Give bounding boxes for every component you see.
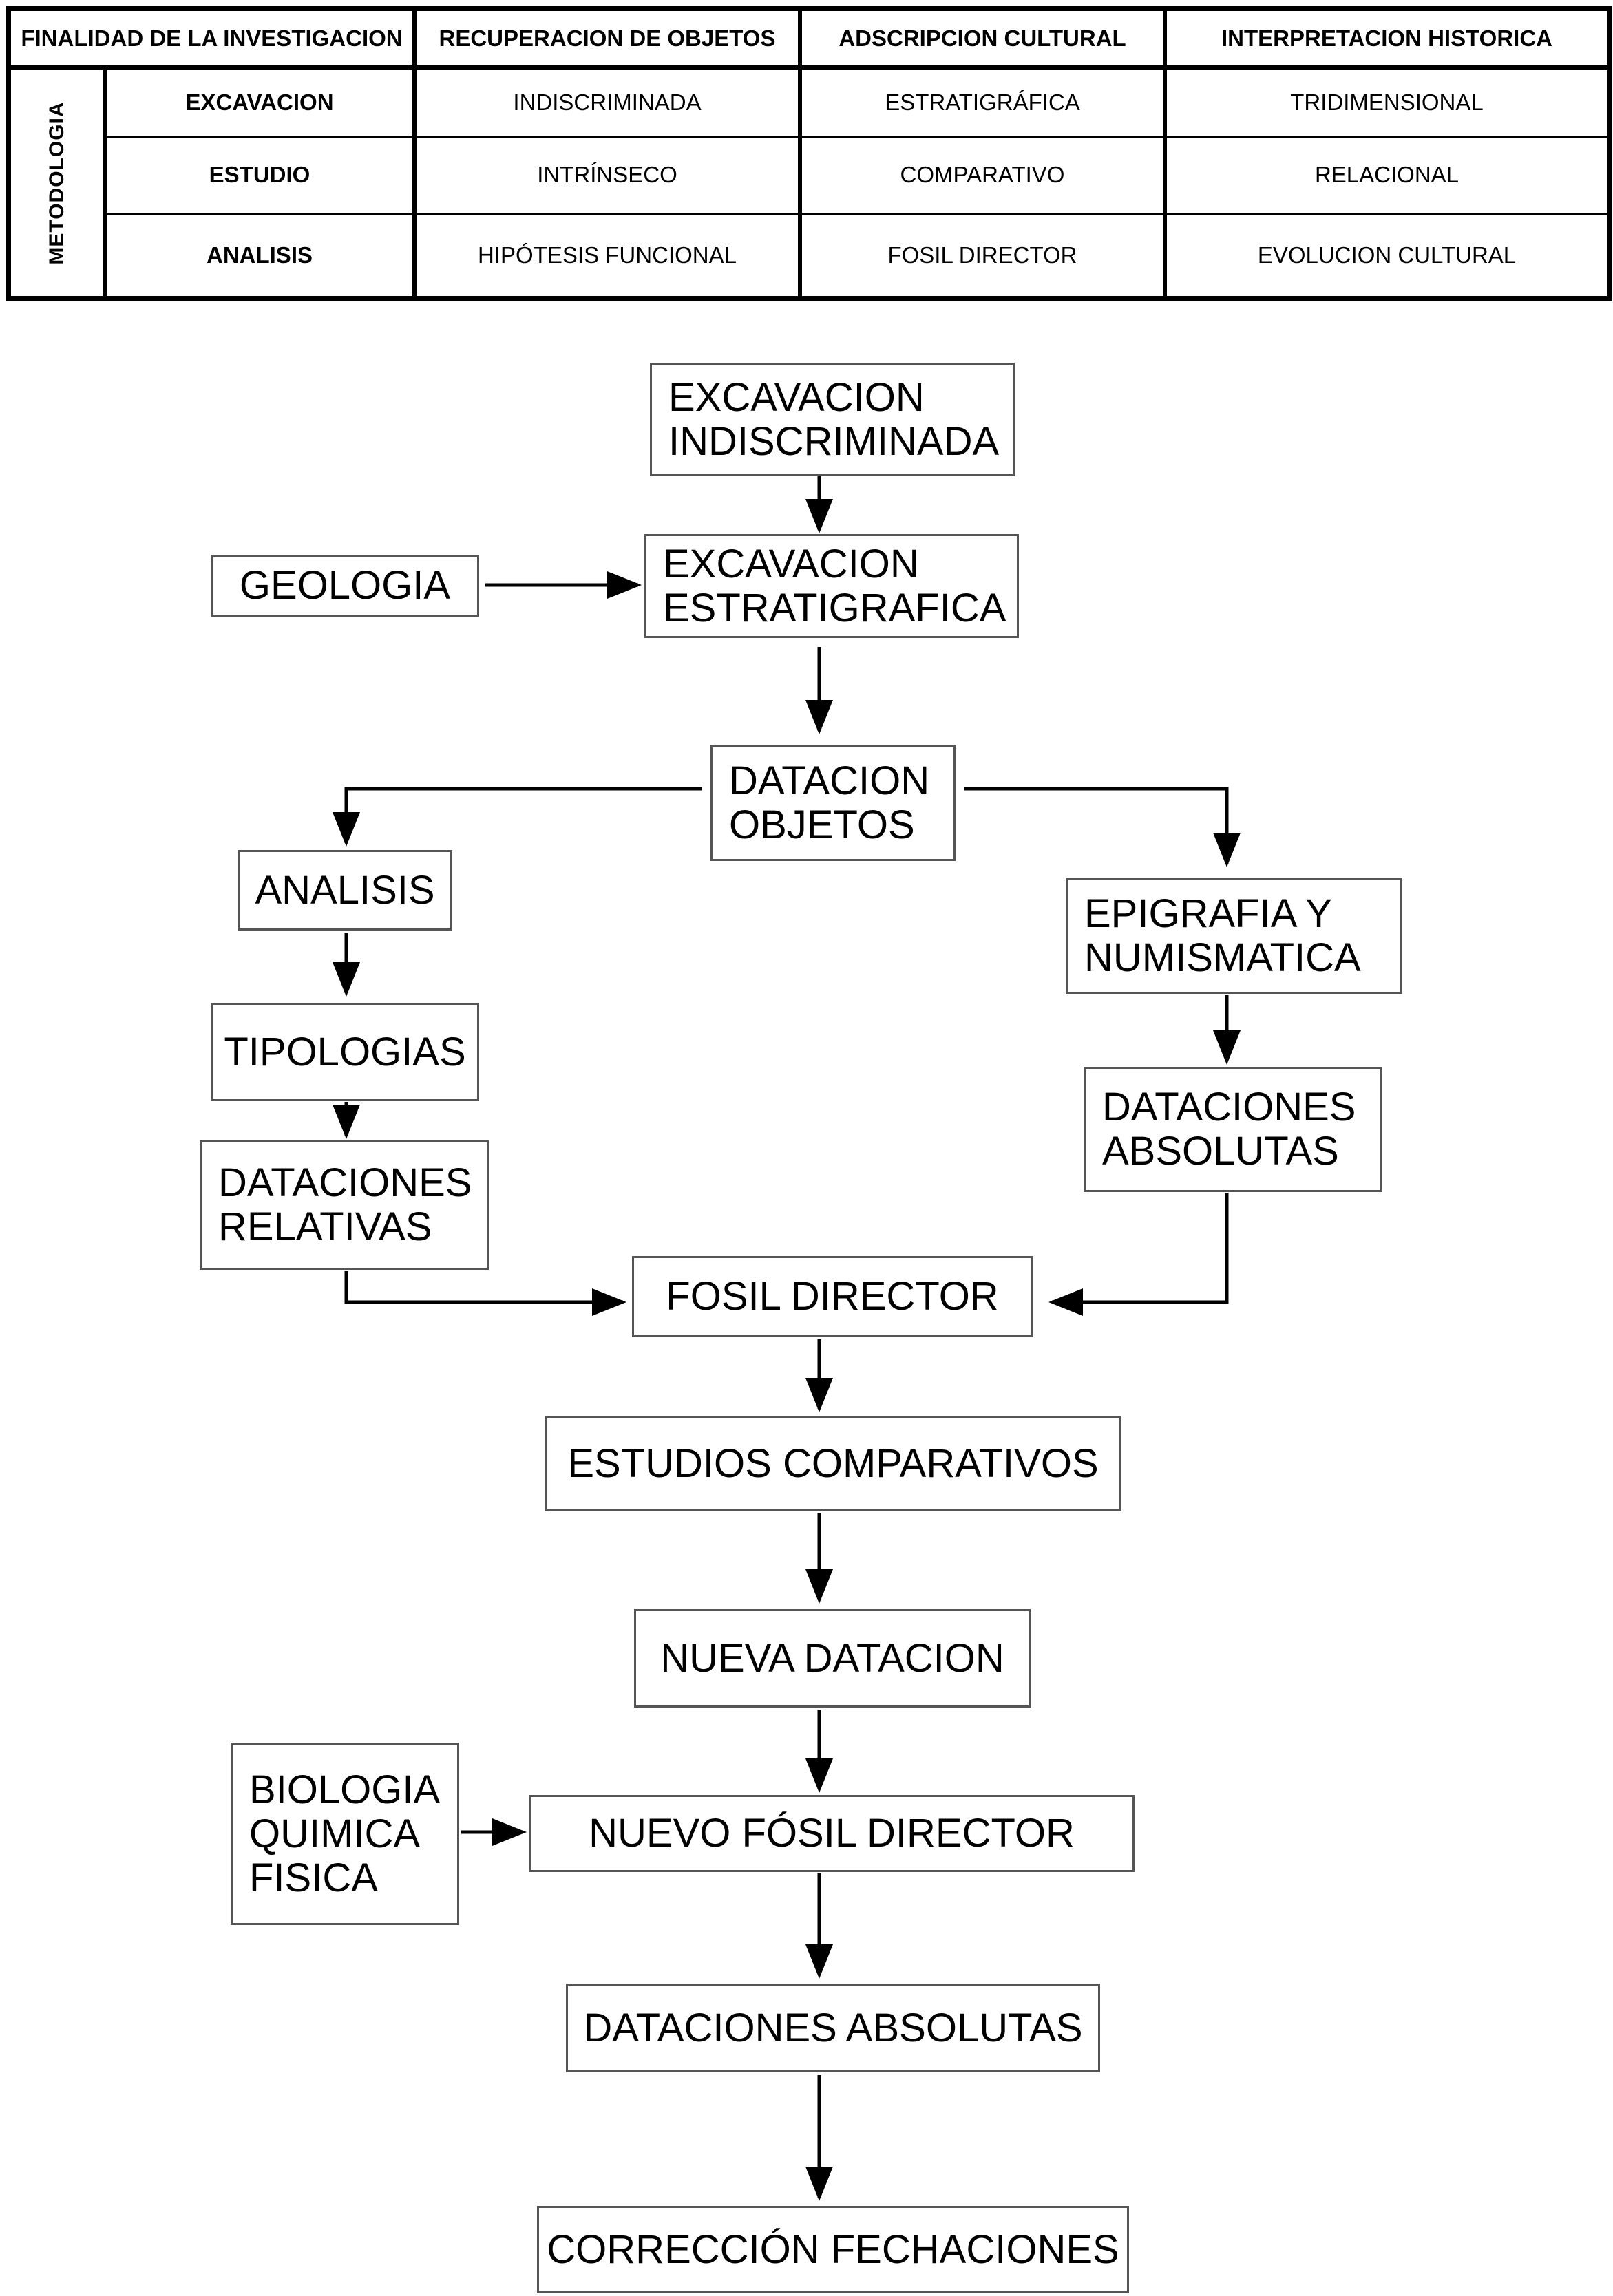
table-cell: RELACIONAL	[1163, 135, 1611, 215]
node-datacion-objetos: DATACION OBJETOS	[710, 745, 956, 861]
node-dataciones-absolutas-2: DATACIONES ABSOLUTAS	[566, 1984, 1100, 2072]
column-header-interpretacion: INTERPRETACION HISTORICA	[1163, 7, 1611, 70]
table-cell: COMPARATIVO	[799, 135, 1167, 215]
table-cell: ESTRATIGRÁFICA	[799, 66, 1167, 138]
node-fosil-director: FOSIL DIRECTOR	[632, 1256, 1033, 1337]
table-cell: INDISCRIMINADA	[413, 66, 802, 138]
column-header-recuperacion: RECUPERACION DE OBJETOS	[413, 7, 802, 70]
table-row: METODOLOGIA EXCAVACION INDISCRIMINADA ES…	[7, 66, 1611, 300]
table-cell: TRIDIMENSIONAL	[1163, 66, 1611, 138]
table-header-row: FINALIDAD DE LA INVESTIGACION RECUPERACI…	[7, 7, 1611, 70]
arrow-relativas-to-fosil	[344, 1271, 626, 1316]
node-dataciones-relativas: DATACIONES RELATIVAS	[200, 1140, 489, 1270]
row-label-analisis: ANALISIS	[103, 212, 417, 300]
methodology-table: FINALIDAD DE LA INVESTIGACION RECUPERACI…	[6, 6, 1612, 301]
side-label-cell: METODOLOGIA	[7, 66, 107, 300]
node-dataciones-absolutas-1: DATACIONES ABSOLUTAS	[1084, 1067, 1382, 1192]
row-label-excavacion: EXCAVACION	[103, 66, 417, 138]
table-cell: FOSIL DIRECTOR	[799, 212, 1167, 300]
table-row: ANALISIS HIPÓTESIS FUNCIONAL FOSIL DIREC…	[8, 212, 1611, 300]
row-label-estudio: ESTUDIO	[103, 135, 417, 215]
node-epigrafia-numismatica: EPIGRAFIA Y NUMISMATICA	[1066, 878, 1402, 994]
node-geologia: GEOLOGIA	[211, 555, 479, 617]
table-cell: HIPÓTESIS FUNCIONAL	[413, 212, 802, 300]
node-excavacion-indiscriminada: EXCAVACION INDISCRIMINADA	[650, 363, 1015, 476]
node-nuevo-fosil-director: NUEVO FÓSIL DIRECTOR	[529, 1795, 1135, 1872]
node-correccion-fechaciones: CORRECCIÓN FECHACIONES	[537, 2206, 1129, 2293]
node-estudios-comparativos: ESTUDIOS COMPARATIVOS	[545, 1416, 1121, 1511]
node-analisis: ANALISIS	[238, 850, 452, 931]
arrow-datacion-to-epigrafia	[964, 787, 1241, 867]
node-biologia-quimica-fisica: BIOLOGIA QUIMICA FISICA	[231, 1743, 459, 1925]
corner-header: FINALIDAD DE LA INVESTIGACION	[7, 7, 417, 70]
column-header-adscripcion: ADSCRIPCION CULTURAL	[799, 7, 1167, 70]
arrow-datacion-to-analisis	[333, 787, 702, 847]
node-nueva-datacion: NUEVA DATACION	[634, 1609, 1031, 1708]
table-cell: EVOLUCION CULTURAL	[1163, 212, 1611, 300]
arrow-absolutas-to-fosil	[1048, 1193, 1229, 1316]
table-cell: INTRÍNSECO	[413, 135, 802, 215]
node-excavacion-estratigrafica: EXCAVACION ESTRATIGRAFICA	[644, 534, 1019, 638]
table-row: ESTUDIO INTRÍNSECO COMPARATIVO RELACIONA…	[8, 135, 1611, 215]
node-tipologias: TIPOLOGIAS	[211, 1003, 479, 1101]
